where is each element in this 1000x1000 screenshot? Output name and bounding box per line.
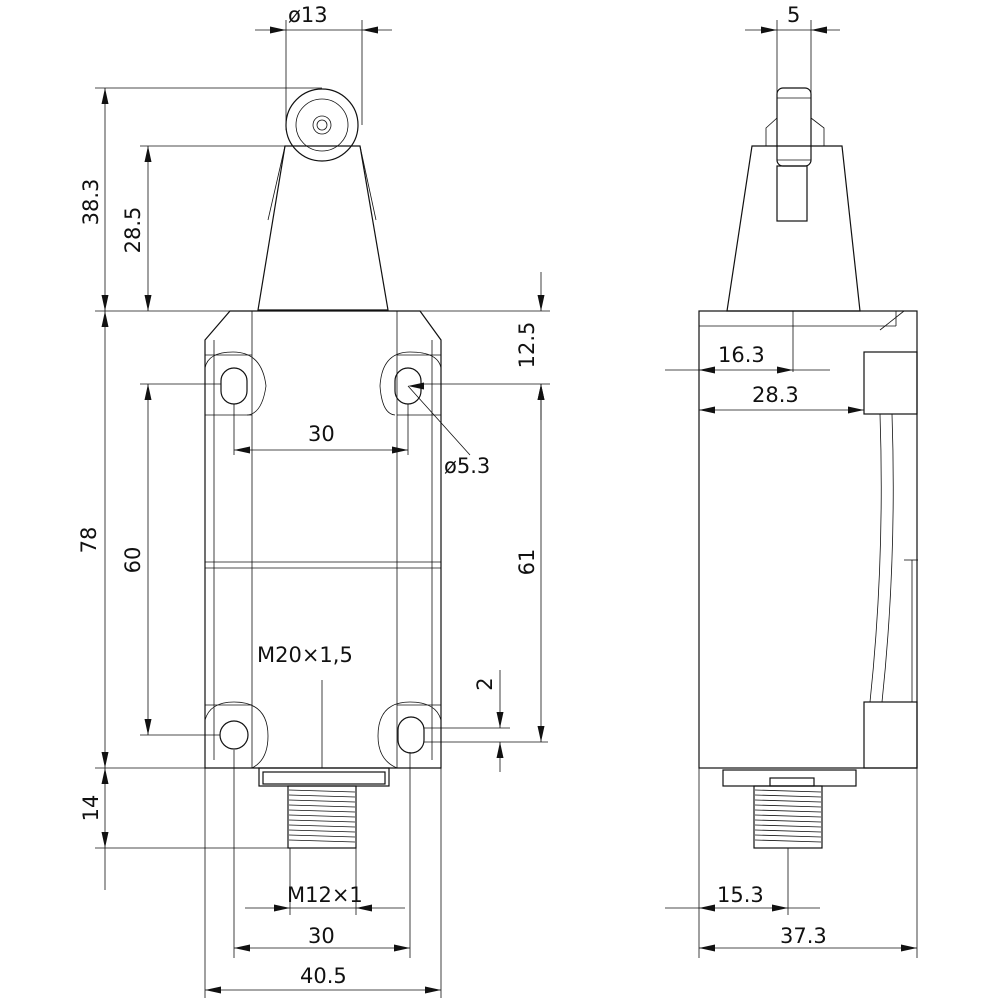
thread-line (754, 799, 822, 803)
dim-hole-vspacing-left: 60 (121, 547, 145, 574)
dimension-arrow (699, 406, 715, 414)
dimension-arrow (101, 768, 109, 784)
dimension-line (407, 385, 471, 456)
dimension-arrow (101, 832, 109, 848)
dimension-arrow (234, 944, 250, 952)
dimension-arrow (772, 904, 788, 912)
dimension-arrow (699, 944, 715, 952)
dim-top-to-hole: 12.5 (515, 322, 539, 369)
dimension-arrow (537, 726, 545, 742)
front-view (204, 88, 442, 849)
dimension-arrow (144, 719, 152, 735)
dimension-arrow (848, 406, 864, 414)
dimension-arrow (270, 26, 286, 34)
dim-body-height: 78 (77, 527, 101, 554)
dimension-arrow (274, 904, 290, 912)
thread-line (754, 794, 822, 798)
thread-line (754, 809, 822, 813)
dim-roller-diameter: ø13 (288, 3, 328, 27)
thread-line (754, 834, 822, 838)
dim-side-offset-a: 16.3 (718, 343, 765, 367)
dim-side-offset-b: 28.3 (752, 383, 799, 407)
roller (285, 88, 359, 162)
dimension-arrow (394, 944, 410, 952)
thread-line (754, 829, 822, 833)
thread-line (288, 809, 356, 813)
thread-line (288, 824, 356, 828)
dimension-arrow (408, 382, 424, 390)
dim-arm-width: 5 (787, 3, 800, 27)
thread-line (754, 814, 822, 818)
dimension-arrow (496, 742, 504, 758)
thread-line (754, 804, 822, 808)
connector-thread-label: M12×1 (287, 883, 363, 907)
dimension-arrow (699, 366, 715, 374)
dimension-arrow (811, 26, 827, 34)
dimension-arrow (101, 295, 109, 311)
dimension-arrow (392, 446, 408, 454)
thread-line (288, 829, 356, 833)
dimension-arrow (761, 26, 777, 34)
connector (258, 767, 390, 849)
dim-hole-spacing-bottom: 30 (308, 924, 335, 948)
dim-hole-diameter: ø5.3 (444, 454, 490, 478)
dimension-lines (95, 20, 918, 998)
dimension-arrow (101, 88, 109, 104)
thread-line (288, 839, 356, 843)
thread-line (754, 824, 822, 828)
dimension-arrow (356, 904, 372, 912)
conduit-thread-label: M20×1,5 (257, 643, 353, 667)
switch-body (204, 310, 442, 769)
dimension-arrow (144, 295, 152, 311)
thread-line (754, 819, 822, 823)
dimension-arrow (234, 446, 250, 454)
side-plunger-head (726, 145, 861, 312)
dim-thread-length: 14 (79, 795, 103, 822)
thread-line (288, 814, 356, 818)
dim-hole-vspacing-right: 61 (515, 549, 539, 576)
dimension-arrow (362, 26, 378, 34)
thread-line (754, 839, 822, 843)
dim-body-width: 40.5 (300, 964, 347, 988)
dimension-arrow (496, 712, 504, 728)
dimension-arrow (901, 944, 917, 952)
dimension-arrow (144, 384, 152, 400)
thread-line (288, 799, 356, 803)
dimension-arrow (144, 146, 152, 162)
dimension-arrow (537, 295, 545, 311)
mounting-holes (204, 351, 442, 769)
dimension-arrow (101, 311, 109, 327)
side-roller-arm (765, 87, 825, 222)
dimension-arrow (699, 904, 715, 912)
dimension-arrow (537, 384, 545, 400)
dim-connector-offset: 15.3 (717, 883, 764, 907)
dimension-arrow (205, 986, 221, 994)
dim-overall-height: 38.3 (79, 179, 103, 226)
thread-line (288, 819, 356, 823)
dimension-arrow (101, 752, 109, 768)
dim-lever-height: 28.5 (121, 207, 145, 254)
thread-line (754, 789, 822, 793)
thread-line (288, 834, 356, 838)
side-view (698, 87, 918, 849)
dim-body-depth: 37.3 (780, 924, 827, 948)
dimension-labels: ø13 5 38.3 28.5 12.5 16.3 28.3 30 ø5.3 7… (77, 3, 827, 988)
thread-line (288, 789, 356, 793)
dimension-arrow (777, 366, 793, 374)
dimension-arrow (425, 986, 441, 994)
plunger-head (257, 145, 389, 311)
side-body (698, 310, 918, 769)
thread-line (288, 804, 356, 808)
side-connector (722, 769, 857, 849)
thread-line (288, 794, 356, 798)
dim-hole-spacing-top: 30 (308, 422, 335, 446)
dim-hole-offset: 2 (473, 677, 497, 690)
